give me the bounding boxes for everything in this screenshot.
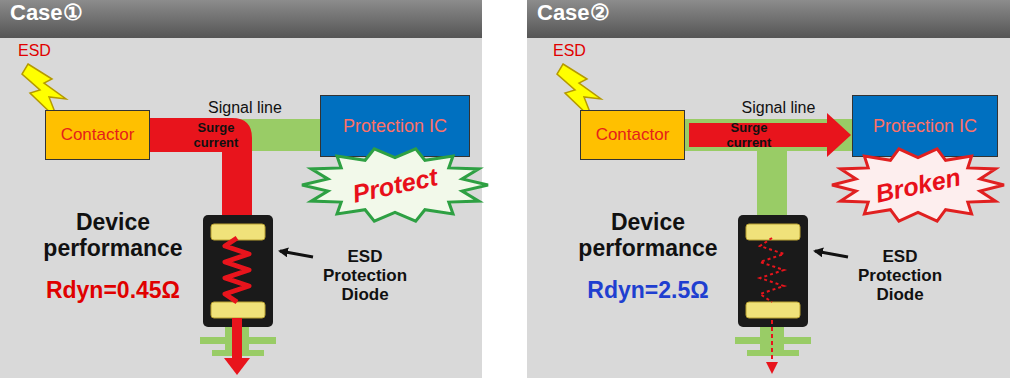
case-panel: Case② Contactor Protection IC Broken [527,0,1010,378]
diode-label: ESD Protection Diode [850,247,950,304]
contactor-box: Contactor [580,110,685,160]
surge-arrowhead [224,358,250,375]
panel-header: Case② [527,0,1010,38]
burst-shape [302,149,488,221]
panel-header: Case① [0,0,482,38]
device-performance-label: Device performance [18,210,208,262]
box-text: Protection IC [873,116,977,137]
surge-label: Surge current [186,121,246,150]
surge-flow [771,320,773,362]
edge-label: Signal line [208,99,282,117]
panel-body [0,0,482,378]
case1-illustration [22,64,313,375]
edge-label: Signal line [742,99,816,117]
signal-band [685,119,852,151]
status-burst: Broken [830,146,1006,224]
case-panel: Case①ContactorProtection ICProtect [0,0,482,378]
diode-body [738,215,808,327]
device-performance-label: Device performance [553,210,743,262]
esd-label: ESD [553,42,613,60]
box-text: Contactor [596,125,670,145]
surge-flow [232,318,242,360]
rdyn-value: Rdyn=0.45Ω [18,278,208,304]
leader-arrow [815,251,848,257]
resistance-coil [760,238,784,302]
rdyn-value: Rdyn=2.5Ω [553,278,743,304]
leader-arrow [280,251,313,257]
surge-arrowhead [766,362,778,374]
esd-label: ESD [18,42,78,60]
box-text: Contactor [61,125,135,145]
protection-ic-box: Protection IC [320,95,470,157]
arrowhead [827,113,851,157]
surge-label: Surge current [718,121,780,150]
box-text: Protection IC [343,116,447,137]
green-stem [757,148,787,218]
diode-pad [211,302,265,318]
panel-body [527,0,1010,378]
status-burst: Protect [300,146,490,224]
surge-current-path [150,118,252,222]
diode-label: ESD Protection Diode [315,247,415,304]
diode-pad [211,224,265,240]
protection-ic-box: Protection IC [852,95,998,157]
resistance-coil [225,238,249,302]
diode-body [203,215,273,327]
diode-pad [746,224,800,240]
burst-shape [832,149,1004,221]
diode-pad [746,302,800,318]
contactor-box: Contactor [45,110,150,160]
case2-illustration [557,64,848,374]
